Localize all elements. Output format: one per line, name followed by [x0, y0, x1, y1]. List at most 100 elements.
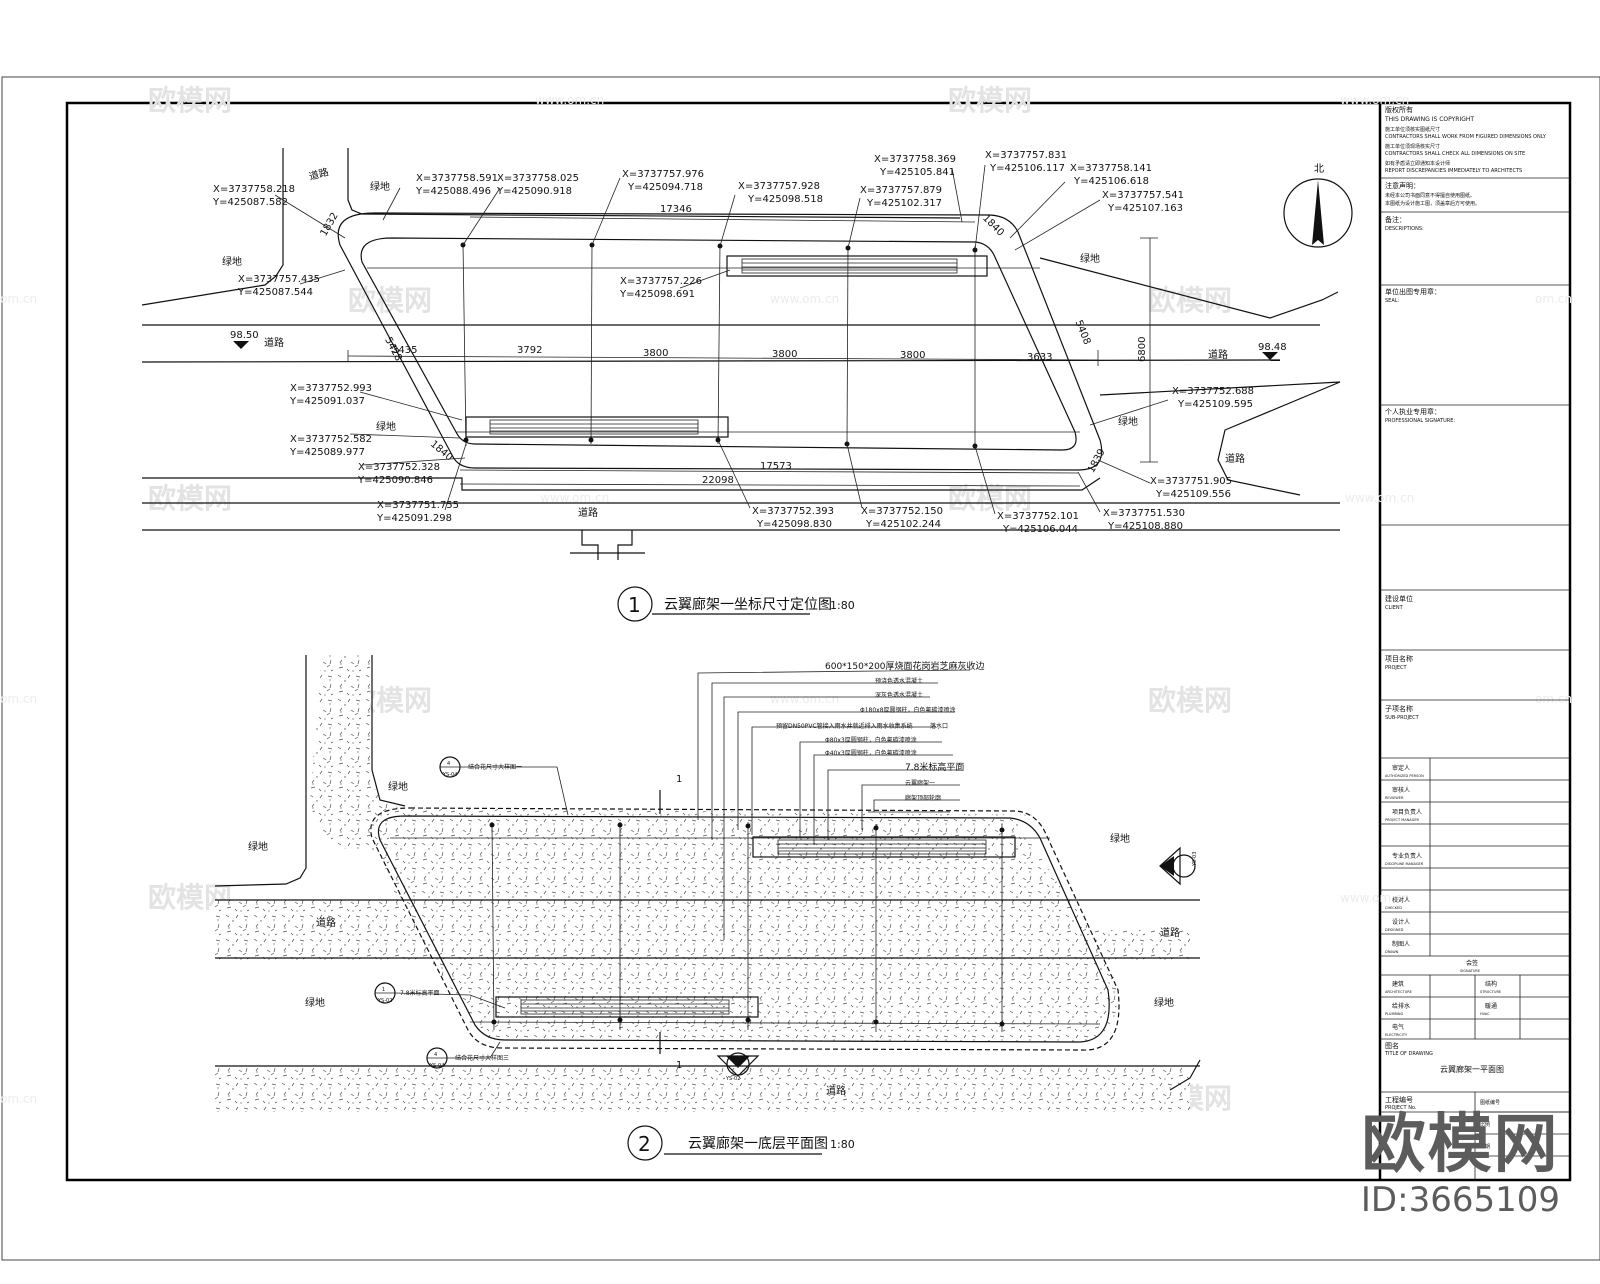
title-number: 1: [628, 593, 641, 617]
section-marker-label: YS-02: [725, 1076, 740, 1082]
elevation-marker: [233, 341, 249, 349]
watermark-url: www.om.cn: [540, 491, 609, 505]
discipline-label: 电气: [1392, 1023, 1404, 1031]
plan-2-title: 2 云翼廊架一底层平面图 1:80: [627, 1125, 855, 1161]
coord-x: X=3737757.831: [985, 150, 1067, 161]
coord-x: X=3737752.101: [997, 511, 1079, 522]
watermark-url: www.om.cn: [1340, 93, 1409, 107]
section-marker-label: YS-03: [1192, 852, 1198, 867]
detail-number: 4: [434, 1052, 437, 1058]
coord-x: X=3737752.150: [861, 506, 943, 517]
role-label: 审定人: [1392, 764, 1410, 772]
discipline-label: 结构: [1485, 980, 1497, 988]
callout-label: 云翼廊架一: [905, 779, 935, 787]
elevation-label: 98.50: [230, 330, 259, 341]
role-en: REVIEWER: [1385, 796, 1404, 800]
coord-y: Y=425105.841: [879, 167, 955, 178]
watermark-url: om.cn: [0, 1092, 37, 1106]
section-mark: 1: [676, 1060, 682, 1071]
coord-y: Y=425109.595: [1177, 399, 1253, 410]
coord-y: Y=425087.582: [212, 197, 288, 208]
project-heading: 项目名称: [1385, 654, 1413, 663]
outer-sheet-border: [1, 76, 1600, 1261]
dim-label: 1839: [1086, 447, 1108, 475]
coord-x: X=3737752.993: [290, 383, 372, 394]
coord-y: Y=425108.880: [1107, 521, 1183, 532]
site-boundary-line: [1039, 257, 1339, 319]
coord-y: Y=425091.037: [289, 396, 365, 407]
coord-y: Y=425106.618: [1073, 176, 1149, 187]
road-label: 道路: [307, 165, 330, 183]
role-en: DRAWN: [1385, 950, 1399, 954]
meta-label: 版本: [1480, 1165, 1490, 1172]
callout-label: 600*150*200厚烧面花岗岩芝麻灰收边: [825, 660, 985, 672]
road-label: 道路: [578, 506, 598, 519]
road-line: [1099, 381, 1341, 396]
coord-x: X=3737752.393: [752, 506, 834, 517]
road-label: 道路: [1208, 348, 1228, 361]
road-label: 道路: [264, 336, 284, 349]
watermark-url: om.cn: [1535, 692, 1572, 706]
detail-tag: 1 YS-02 7.8米标高平面: [374, 982, 506, 1009]
plan-1-coordinate-plan: 1832 1840 5408 5428 1840 1839 17346 3435…: [141, 148, 1353, 622]
dim-label: 1832: [319, 211, 341, 239]
signature-en: PROFESSIONAL SIGNATURE:: [1385, 418, 1455, 424]
brand-watermark: 欧模网 ID:3665109: [1361, 1110, 1560, 1220]
dim-label: 3800: [900, 350, 925, 361]
coord-x: X=3737758.025: [497, 173, 579, 184]
countersign-en: SIGNATURE: [1460, 969, 1480, 973]
coord-y: Y=425106.117: [989, 163, 1065, 174]
green-label: 绿地: [388, 780, 408, 793]
coord-y: Y=425098.518: [747, 194, 823, 205]
title-block-text: 版权所有 THIS DRAWING IS COPYRIGHT 施工单位须核实图纸…: [1384, 105, 1547, 1172]
discipline-en: PLUMBING: [1385, 1012, 1404, 1016]
bench-top: [752, 836, 1016, 858]
coord-x: X=3737758.369: [874, 154, 956, 165]
road-label: 道路: [826, 1084, 846, 1097]
dim-label: 3633: [1027, 352, 1052, 363]
section-marker-bottom: YS-02: [716, 1052, 760, 1082]
green-label: 绿地: [1080, 252, 1100, 265]
detail-tag: 4 YS-04 结合花尺寸大样图三: [426, 1041, 509, 1069]
coord-x: X=3737751.755: [377, 500, 459, 511]
client-en: CLIENT: [1385, 605, 1404, 611]
green-label: 绿地: [1154, 996, 1174, 1009]
plan-2-ground-floor-plan: 1 1 600*150*200厚烧面花岗岩芝麻灰收边 预浇色透水混凝土 深灰色透…: [214, 655, 1201, 1161]
coord-y: Y=425090.846: [357, 475, 433, 486]
signature-heading: 个人执业专用章：: [1385, 407, 1441, 416]
coord-x: X=3737757.879: [860, 185, 942, 196]
watermark-url: www.om.cn: [770, 292, 839, 306]
coord-x: X=3737757.976: [622, 169, 704, 180]
coord-y: Y=425094.718: [627, 182, 703, 193]
watermark-url: www.om.cn: [770, 692, 839, 706]
bench-top: [726, 255, 988, 277]
road-line: [141, 359, 1281, 363]
copyright-line: 施工单位须现场核实尺寸: [1385, 143, 1440, 150]
discipline-en: ELECTRICITY: [1385, 1033, 1408, 1037]
title-number: 2: [638, 1132, 651, 1156]
coord-x: X=3737757.928: [738, 181, 820, 192]
brand-name: 欧模网: [1361, 1108, 1560, 1182]
callout-label: Φ40x3厚圆钢柱，白色氟碳漆喷涂: [825, 749, 917, 757]
copyright-line: CONTRACTORS SHALL CHECK ALL DIMENSIONS O…: [1385, 151, 1525, 157]
callout-label: 廊架顶部轮廓: [905, 794, 941, 802]
site-boundary-line: [214, 655, 307, 887]
role-en: DESIGNED: [1385, 928, 1404, 932]
watermark-logo: 欧模网: [948, 84, 1032, 117]
role-label: 项目负责人: [1392, 808, 1422, 816]
discipline-label: 给排水: [1392, 1002, 1410, 1010]
section-marker-right: YS-03: [1159, 846, 1198, 886]
site-boundary-line: [1217, 381, 1341, 496]
dim-label: 22098: [702, 475, 734, 486]
dim-label: 3435: [392, 345, 417, 356]
project-en: PROJECT: [1385, 665, 1408, 671]
coord-y: Y=425098.830: [756, 519, 832, 530]
detail-sheet: YS-04: [429, 1063, 444, 1069]
coord-x: X=3737752.328: [358, 462, 440, 473]
copyright-en: THIS DRAWING IS COPYRIGHT: [1384, 116, 1474, 123]
coord-y: Y=425089.977: [289, 447, 365, 458]
watermark-logo: 欧模网: [948, 482, 1032, 515]
road-label: 道路: [1160, 926, 1180, 939]
coord-y: Y=425088.496: [415, 186, 491, 197]
coord-y: Y=425091.298: [376, 513, 452, 524]
